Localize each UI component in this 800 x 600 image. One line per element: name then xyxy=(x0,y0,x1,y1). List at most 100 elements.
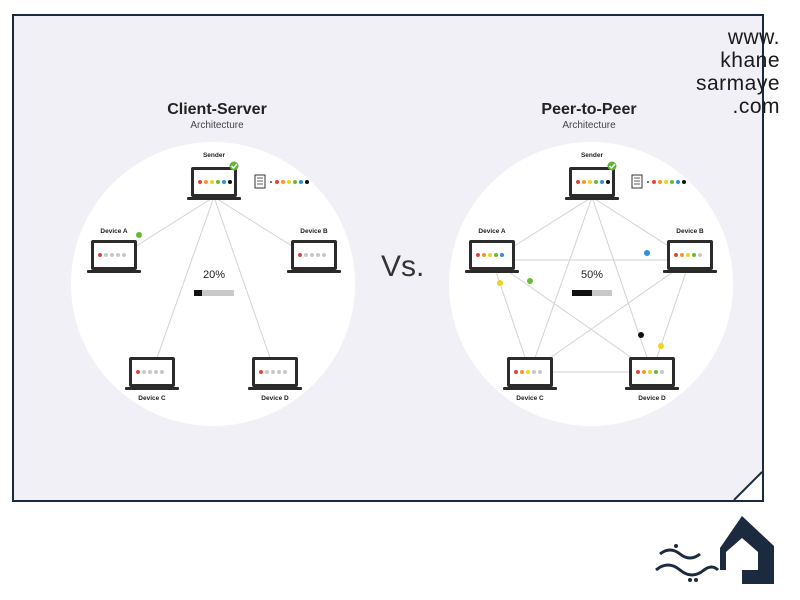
laptop-base xyxy=(287,270,341,273)
data-dot xyxy=(136,370,140,374)
device-c-label: Device C xyxy=(516,395,544,402)
data-dot xyxy=(674,253,678,257)
check-icon xyxy=(229,161,239,171)
device-laptop-icon xyxy=(465,240,519,273)
brand-line-4: .com xyxy=(732,95,780,118)
peer-to-peer-subtitle: Architecture xyxy=(562,120,616,131)
device-d-label: Device D xyxy=(638,395,666,402)
data-dot xyxy=(222,180,226,184)
packet-dot xyxy=(305,180,309,184)
data-dot xyxy=(104,253,108,257)
data-dot xyxy=(532,370,536,374)
connection-line xyxy=(213,196,276,373)
device-laptop-icon xyxy=(503,357,557,390)
progress-fill xyxy=(194,290,202,296)
laptop-base xyxy=(565,197,619,200)
packet-green xyxy=(527,278,533,284)
laptop-base xyxy=(465,270,519,273)
data-dot xyxy=(198,180,202,184)
document-icon xyxy=(631,174,686,189)
device-b-label: Device B xyxy=(300,228,328,235)
laptop-base xyxy=(663,270,717,273)
brand-url: www. khane sarmaye .com xyxy=(680,26,780,118)
data-dot xyxy=(494,253,498,257)
data-dot xyxy=(698,253,702,257)
device-laptop-icon xyxy=(663,240,717,273)
packet-dot xyxy=(652,180,656,184)
data-dot xyxy=(204,180,208,184)
data-dot xyxy=(648,370,652,374)
data-dot xyxy=(686,253,690,257)
packet-dot xyxy=(275,180,279,184)
sender-laptop-icon xyxy=(565,167,619,200)
device-laptop-icon xyxy=(625,357,679,390)
packet-black xyxy=(638,332,644,338)
data-dot xyxy=(594,180,598,184)
device-laptop-icon xyxy=(287,240,341,273)
data-dot xyxy=(298,253,302,257)
data-dot xyxy=(538,370,542,374)
data-dot xyxy=(304,253,308,257)
khane-sarmaye-logo xyxy=(655,516,774,584)
packet-dot xyxy=(670,180,674,184)
data-dot xyxy=(692,253,696,257)
packet-blue xyxy=(644,250,650,256)
data-dot xyxy=(98,253,102,257)
data-dot xyxy=(148,370,152,374)
data-dot xyxy=(210,180,214,184)
packet-green xyxy=(136,232,142,238)
data-dot xyxy=(500,253,504,257)
data-dot xyxy=(600,180,604,184)
data-dot xyxy=(154,370,158,374)
connection-line xyxy=(529,259,691,373)
data-dot xyxy=(310,253,314,257)
packet-dot xyxy=(664,180,668,184)
brand-line-1: www. xyxy=(727,26,780,49)
laptop-base xyxy=(503,387,557,390)
connection-line xyxy=(491,259,531,373)
packet-dot xyxy=(299,180,303,184)
data-dot xyxy=(116,253,120,257)
data-dot xyxy=(476,253,480,257)
data-dot xyxy=(514,370,518,374)
sender-laptop-icon xyxy=(187,167,241,200)
laptop-base xyxy=(125,387,179,390)
check-icon xyxy=(607,161,617,171)
data-dot xyxy=(110,253,114,257)
data-dot xyxy=(654,370,658,374)
data-dot xyxy=(680,253,684,257)
brand-line-2: khane xyxy=(720,49,780,72)
progress-label: 50% xyxy=(581,269,603,281)
peer-to-peer-progress: 50% xyxy=(572,269,612,296)
progress-track xyxy=(194,290,234,296)
packet-dot xyxy=(287,180,291,184)
device-b-label: Device B xyxy=(676,228,704,235)
device-a-label: Device A xyxy=(478,228,506,235)
laptop-base xyxy=(187,197,241,200)
device-d-label: Device D xyxy=(261,395,289,402)
data-dot xyxy=(520,370,524,374)
data-dot xyxy=(142,370,146,374)
sender-label: Sender xyxy=(581,152,604,159)
packet-dot xyxy=(682,180,686,184)
data-dot xyxy=(660,370,664,374)
packet-dot xyxy=(293,180,297,184)
connection-line xyxy=(529,196,593,373)
data-dot xyxy=(642,370,646,374)
packet-dot xyxy=(647,181,649,183)
data-dot xyxy=(265,370,269,374)
data-dot xyxy=(259,370,263,374)
data-dot xyxy=(228,180,232,184)
packet-dot xyxy=(676,180,680,184)
data-dot xyxy=(160,370,164,374)
vs-label: Vs. xyxy=(381,250,425,283)
sender-label: Sender xyxy=(203,152,226,159)
data-dot xyxy=(582,180,586,184)
device-c-label: Device C xyxy=(138,395,166,402)
connection-line xyxy=(591,196,653,373)
data-dot xyxy=(271,370,275,374)
data-dot xyxy=(488,253,492,257)
